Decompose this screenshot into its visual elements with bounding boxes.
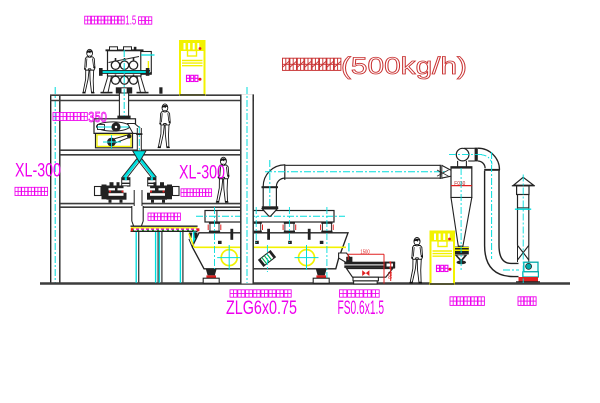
svg-text:XL-300: XL-300 bbox=[179, 163, 225, 184]
svg-text:ZLG6x0.75: ZLG6x0.75 bbox=[226, 297, 297, 319]
svg-text:350: 350 bbox=[88, 109, 107, 126]
svg-text:550: 550 bbox=[386, 272, 392, 279]
svg-text:F030: F030 bbox=[454, 181, 465, 187]
svg-text:(500kg/h): (500kg/h) bbox=[341, 53, 467, 80]
svg-text:FS0.6x1.5: FS0.6x1.5 bbox=[338, 297, 385, 319]
svg-text:1.5: 1.5 bbox=[125, 14, 136, 28]
svg-text:XL-300: XL-300 bbox=[15, 161, 61, 182]
svg-text:1500: 1500 bbox=[360, 249, 369, 255]
